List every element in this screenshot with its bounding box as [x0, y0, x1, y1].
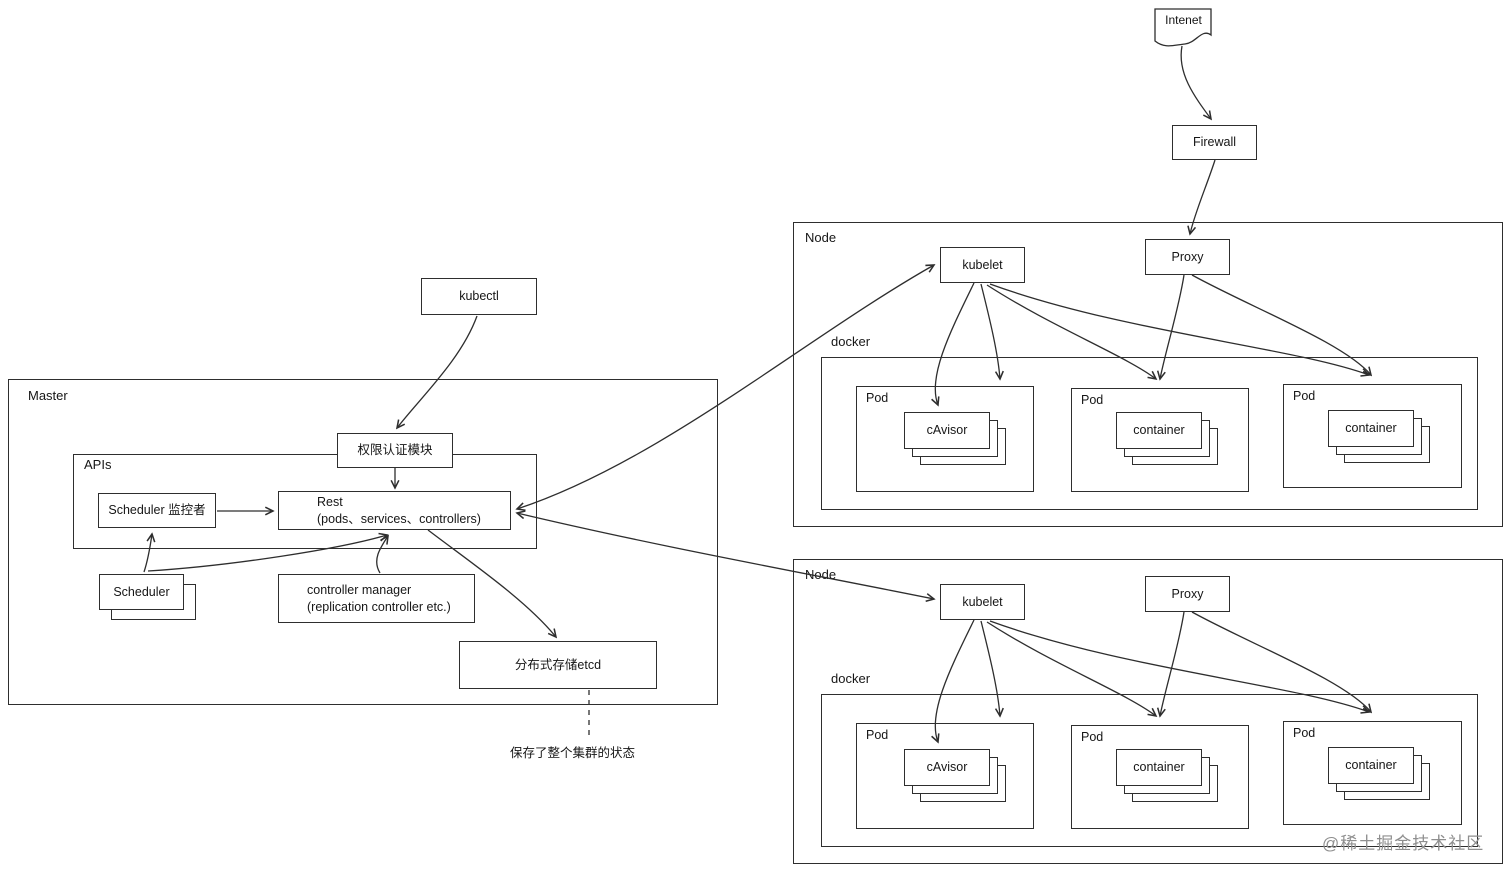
node1-kubelet-box: kubelet [940, 247, 1025, 283]
node1-pod2-label: Pod [1081, 393, 1104, 407]
etcd-box: 分布式存储etcd [459, 641, 657, 689]
node2-docker-label: docker [831, 671, 871, 686]
node2-container-box-2: container [1328, 747, 1414, 784]
master-label: Master [28, 388, 68, 403]
node2-label: Node [805, 567, 837, 582]
node2-container-box-1: container [1116, 749, 1202, 786]
watermark: @稀土掘金技术社区 [1322, 834, 1485, 853]
node2-kubelet-box: kubelet [940, 584, 1025, 620]
node1-proxy-box: Proxy [1145, 239, 1230, 275]
node1-container-box-2: container [1328, 410, 1414, 447]
node2-pod3-frame: Pod [1283, 721, 1462, 825]
scheduler-watcher-box: Scheduler 监控者 [98, 493, 216, 528]
controller-manager-title: controller manager [307, 583, 412, 598]
rest-api-title: Rest [317, 495, 343, 510]
rest-api-subtitle: (pods、services、controllers) [317, 511, 481, 526]
node2-pod3-label: Pod [1293, 726, 1316, 740]
kubectl-box: kubectl [421, 278, 537, 315]
node2-pod2-frame: Pod [1071, 725, 1249, 829]
auth-module-box: 权限认证模块 [337, 433, 453, 468]
node2-frame [793, 559, 1503, 864]
node2-proxy-box: Proxy [1145, 576, 1230, 612]
node1-label: Node [805, 230, 837, 245]
firewall-box: Firewall [1172, 125, 1257, 160]
apis-label: APIs [84, 457, 112, 472]
rest-api-box: Rest (pods、services、controllers) [278, 491, 511, 530]
controller-manager-box: controller manager (replication controll… [278, 574, 475, 623]
node1-cadvisor-box: cAvisor [904, 412, 990, 449]
node1-pod1-label: Pod [866, 391, 889, 405]
node2-cadvisor-box: cAvisor [904, 749, 990, 786]
node2-pod2-label: Pod [1081, 730, 1104, 744]
internet-node-label: Intenet [1165, 13, 1202, 27]
node1-docker-label: docker [831, 334, 871, 349]
controller-manager-subtitle: (replication controller etc.) [307, 599, 451, 614]
node1-pod2-frame: Pod [1071, 388, 1249, 492]
scheduler-box: Scheduler [99, 574, 184, 610]
node2-pod1-label: Pod [866, 728, 889, 742]
node1-pod3-frame: Pod [1283, 384, 1462, 488]
etcd-note: 保存了整个集群的状态 [509, 746, 635, 760]
node1-pod3-label: Pod [1293, 389, 1316, 403]
node1-container-box-1: container [1116, 412, 1202, 449]
arrow-internet-firewall [1180, 45, 1211, 119]
